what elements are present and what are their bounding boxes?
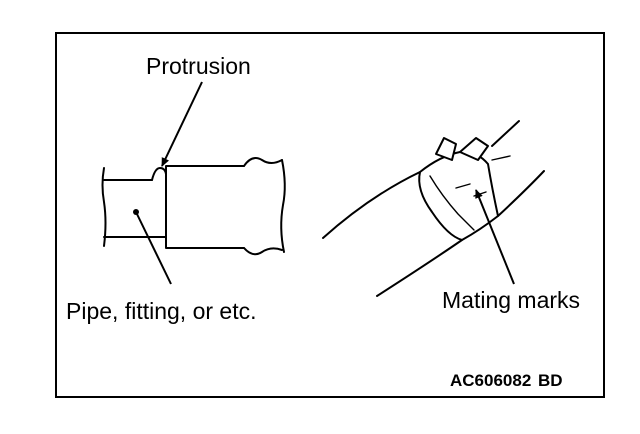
figure-code: AC606082 BD <box>450 371 563 390</box>
hose-connection-drawing <box>101 157 286 256</box>
pipe-protrusion <box>151 167 167 181</box>
mating-mark-clamp <box>455 183 487 197</box>
pipe-break-edge <box>101 167 107 247</box>
clamp-ear <box>435 137 457 161</box>
protrusion-leader <box>161 81 203 167</box>
mating-marks-leader <box>475 189 515 285</box>
clamp-band-inner <box>429 175 475 231</box>
figure-frame <box>55 32 605 398</box>
clamp-ear-right <box>459 137 489 161</box>
protrusion-label: Protrusion <box>146 53 251 79</box>
pipe-leader <box>133 209 172 285</box>
hose-upper-edge <box>322 120 520 239</box>
figure-code-suffix: BD <box>538 371 563 390</box>
clamp-band <box>418 150 499 241</box>
figure-code-main: AC606082 <box>450 371 531 390</box>
pipe-body <box>103 179 167 238</box>
hose-bead-bottom <box>243 247 283 256</box>
hose-body <box>165 165 245 249</box>
clamped-hose-drawing <box>322 120 545 297</box>
mating-marks-label: Mating marks <box>442 287 580 313</box>
hose-bead-top <box>243 157 283 167</box>
mating-mark-hose <box>491 155 511 161</box>
hose-break-edge <box>280 159 286 253</box>
hose-lower-edge <box>376 170 545 297</box>
pipe-fitting-label: Pipe, fitting, or etc. <box>66 298 256 324</box>
